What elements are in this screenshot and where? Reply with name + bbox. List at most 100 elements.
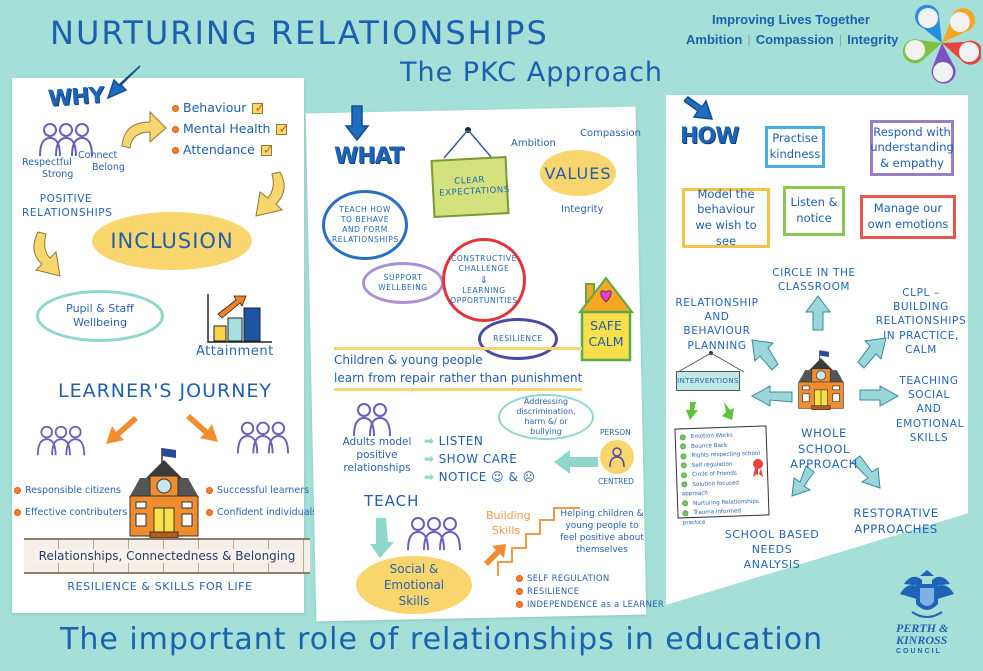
- spoke-relationship-planning: RELATIONSHIP AND BEHAVIOUR PLANNING: [675, 297, 759, 352]
- interventions-hanger-icon: [676, 350, 746, 378]
- checklist-item: Mental Health: [172, 118, 289, 140]
- clear-expectations-sign: CLEAR EXPECTATIONS: [430, 156, 511, 218]
- inclusion-ellipse: INCLUSION: [92, 212, 252, 270]
- challenge-bubble: CONSTRUCTIVE CHALLENGE ⇓ LEARNING OPPORT…: [442, 238, 526, 322]
- support-bubble: SUPPORT WELLBEING: [362, 262, 444, 304]
- bullet-icon: [206, 509, 213, 516]
- teach-bubble: TEACH HOW TO BEHAVE AND FORM RELATIONSHI…: [322, 190, 408, 260]
- bullet-icon: [680, 471, 688, 478]
- separator: |: [747, 32, 751, 47]
- attainment-label: Attainment: [196, 344, 274, 359]
- checklist-item: Behaviour: [172, 97, 287, 119]
- clear-expectations-label: CLEAR EXPECTATIONS: [439, 174, 511, 199]
- school-building-icon: [796, 348, 846, 416]
- checkbox-icon: [252, 98, 265, 119]
- big-teal-arrow-icon: [552, 448, 598, 480]
- teal-arrow-icon: ➡: [424, 434, 435, 448]
- adults-model-label: Adults model positive relationships: [342, 436, 412, 474]
- addressing-ellipse: Addressing discrimination, harm &/ or bu…: [498, 394, 594, 440]
- resilience-bubble: RESILIENCE: [478, 318, 558, 360]
- bullet-icon: [172, 126, 179, 133]
- positive-relationships-label: POSITIVE RELATIONSHIPS: [22, 193, 113, 220]
- bullet-icon: [681, 481, 688, 488]
- wellbeing-label: Pupil & Staff Wellbeing: [66, 302, 134, 329]
- resilience-skills-label: RESILIENCE & SKILLS FOR LIFE: [67, 580, 253, 593]
- page-title: NURTURING RELATIONSHIPS: [50, 14, 549, 52]
- how-box-practise-kindness: Practise kindness: [765, 126, 825, 168]
- resilience-bubble-label: RESILIENCE: [493, 333, 543, 343]
- bullet-icon: [680, 452, 687, 459]
- values-label: VALUES: [544, 163, 612, 183]
- people-icon: [406, 516, 462, 556]
- bullet-icon: [516, 588, 523, 595]
- how-box-listen: Listen & notice: [783, 186, 845, 236]
- bullet-icon: [681, 500, 689, 507]
- action-item: ➡LISTEN: [424, 434, 484, 448]
- value-integrity: Integrity: [847, 32, 899, 47]
- capacity-item: Confident individuals: [206, 502, 317, 524]
- council-crest-icon: [898, 566, 956, 626]
- orange-arrow-icon: [104, 414, 138, 450]
- checkbox-icon: [276, 119, 289, 140]
- capacities-left: Responsible citizens Effective contribut…: [14, 480, 127, 524]
- teal-arrow-icon: ➡: [424, 452, 435, 466]
- orange-arrow-icon: [186, 412, 220, 448]
- footer-tagline: The important role of relationships in e…: [60, 622, 824, 657]
- curved-arrow-icon: [250, 170, 290, 224]
- person-icon: [609, 447, 625, 468]
- value-compassion: Compassion: [580, 128, 641, 139]
- checklist-item: Attendance: [172, 139, 287, 161]
- how-panel: [666, 95, 968, 605]
- checkbox-icon: [260, 140, 274, 161]
- repair-statement: Children & young people learn from repai…: [334, 347, 583, 391]
- down-arrow-icon: ⇓: [479, 274, 489, 286]
- orange-up-arrow-icon: [482, 542, 508, 572]
- spoke-restorative: RESTORATIVE APPROACHES: [853, 506, 939, 536]
- word-belong: Belong: [92, 162, 125, 173]
- values-line: Ambition|Compassion|Integrity: [686, 32, 898, 47]
- value-ambition: Ambition: [511, 138, 556, 149]
- intervention-item: Trauma informed practice: [682, 508, 742, 526]
- social-emotional-ellipse: Social & Emotional Skills: [356, 556, 472, 614]
- how-box-manage: Manage our own emotions: [860, 195, 956, 239]
- spoke-circle-classroom: CIRCLE IN THE CLASSROOM: [772, 267, 856, 294]
- bullet-icon: [206, 487, 213, 494]
- capacity-item: Effective contributers: [14, 502, 127, 524]
- teal-arrow-icon: ➡: [424, 470, 435, 484]
- skill-item: INDEPENDENCE as a LEARNER: [516, 599, 664, 612]
- word-respectful: Respectful: [22, 157, 72, 168]
- bullet-icon: [516, 575, 523, 582]
- word-strong: Strong: [42, 169, 74, 180]
- spoke-needs-analysis: SCHOOL BASED NEEDS ANALYSIS: [724, 528, 820, 571]
- building-skills-label: Building Skills: [486, 509, 531, 537]
- challenge-top-label: CONSTRUCTIVE CHALLENGE: [451, 254, 517, 274]
- people-icon: [38, 122, 94, 162]
- bullet-icon: [679, 433, 686, 440]
- interventions-sign: INTERVENTIONS: [676, 371, 740, 391]
- actions-list: ➡LISTEN ➡SHOW CARE ➡NOTICE ☺ & ☹: [424, 432, 536, 486]
- why-arrow-icon: [104, 62, 146, 106]
- people-icon: [352, 402, 392, 442]
- person-centred-bottom: CENTRED: [598, 477, 634, 486]
- bullet-icon: [14, 509, 21, 516]
- petal-logo-icon: [902, 2, 983, 84]
- values-ellipse: VALUES: [540, 150, 616, 196]
- sign-hanger-icon: [438, 126, 498, 164]
- safe-house-icon: [577, 272, 635, 366]
- capacity-item: Responsible citizens: [14, 480, 127, 502]
- bullet-icon: [679, 443, 687, 450]
- people-icon: [236, 420, 290, 460]
- value-ambition: Ambition: [686, 32, 743, 47]
- attainment-chart-icon: [206, 292, 274, 348]
- capacity-item: Successful learners: [206, 480, 317, 502]
- how-box-model: Model the behaviour we wish to see: [682, 187, 770, 248]
- action-item: ➡NOTICE ☺ & ☹: [424, 470, 536, 484]
- bullet-icon: [682, 509, 689, 516]
- person-centred-circle: [600, 440, 634, 474]
- curved-arrow-icon: [118, 108, 168, 154]
- wellbeing-ellipse: Pupil & Staff Wellbeing: [36, 290, 164, 342]
- stairs-icon: [496, 506, 582, 582]
- skill-item: RESILIENCE: [516, 586, 664, 599]
- curved-arrow-icon: [26, 230, 64, 284]
- safe-calm-label: SAFE CALM: [588, 318, 624, 349]
